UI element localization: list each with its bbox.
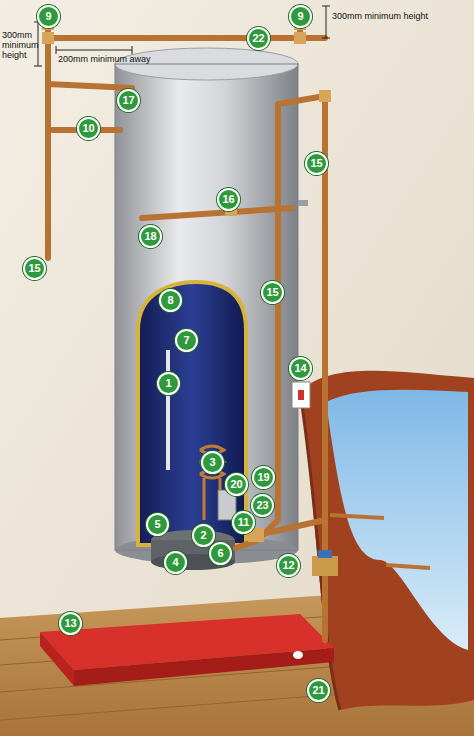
wall-cavity [326, 390, 468, 650]
callout-number: 19 [252, 466, 275, 489]
fittings [42, 20, 338, 576]
drip-tray-side [40, 632, 74, 686]
callout-number: 15 [305, 152, 328, 175]
callout-number: 10 [77, 117, 100, 140]
callout-number: 12 [277, 554, 300, 577]
callout-number: 5 [146, 513, 169, 536]
callout-number: 9 [37, 5, 60, 28]
callout-number: 17 [117, 89, 140, 112]
callout-number: 2 [192, 524, 215, 547]
callout-number: 8 [159, 289, 182, 312]
callout-number: 7 [175, 329, 198, 352]
cylinder-outline [115, 64, 298, 550]
cylinder-body [115, 64, 298, 550]
callout-number: 22 [247, 27, 270, 50]
callout-number: 4 [164, 551, 187, 574]
callout-number: 3 [201, 451, 224, 474]
callout-number: 16 [217, 188, 240, 211]
switch-toggle [298, 390, 304, 400]
callout-number: 11 [232, 511, 255, 534]
dimension-label: 300mm minimum height [2, 30, 38, 60]
inner-tank [138, 282, 246, 545]
tray-outlet [293, 651, 303, 659]
copper-pipework [48, 26, 325, 640]
callout-number: 21 [307, 679, 330, 702]
callout-number: 6 [209, 542, 232, 565]
callout-number: 18 [139, 225, 162, 248]
dimension-label: 200mm minimum away [58, 54, 178, 64]
dimension-label: 300mm minimum height [332, 11, 472, 21]
callout-number: 9 [289, 5, 312, 28]
bracket [298, 200, 308, 206]
callout-number: 15 [23, 257, 46, 280]
drip-tray-front [74, 648, 334, 686]
isolating-switch [292, 382, 310, 408]
copper-pipe [386, 565, 430, 568]
anode [166, 350, 170, 470]
dimension-lines [34, 6, 330, 66]
callout-number: 15 [261, 281, 284, 304]
callout-number: 23 [251, 494, 274, 517]
callout-number: 13 [59, 612, 82, 635]
callout-number: 1 [157, 372, 180, 395]
copper-pipe [330, 515, 384, 518]
callout-number: 20 [225, 473, 248, 496]
callout-number: 14 [289, 357, 312, 380]
